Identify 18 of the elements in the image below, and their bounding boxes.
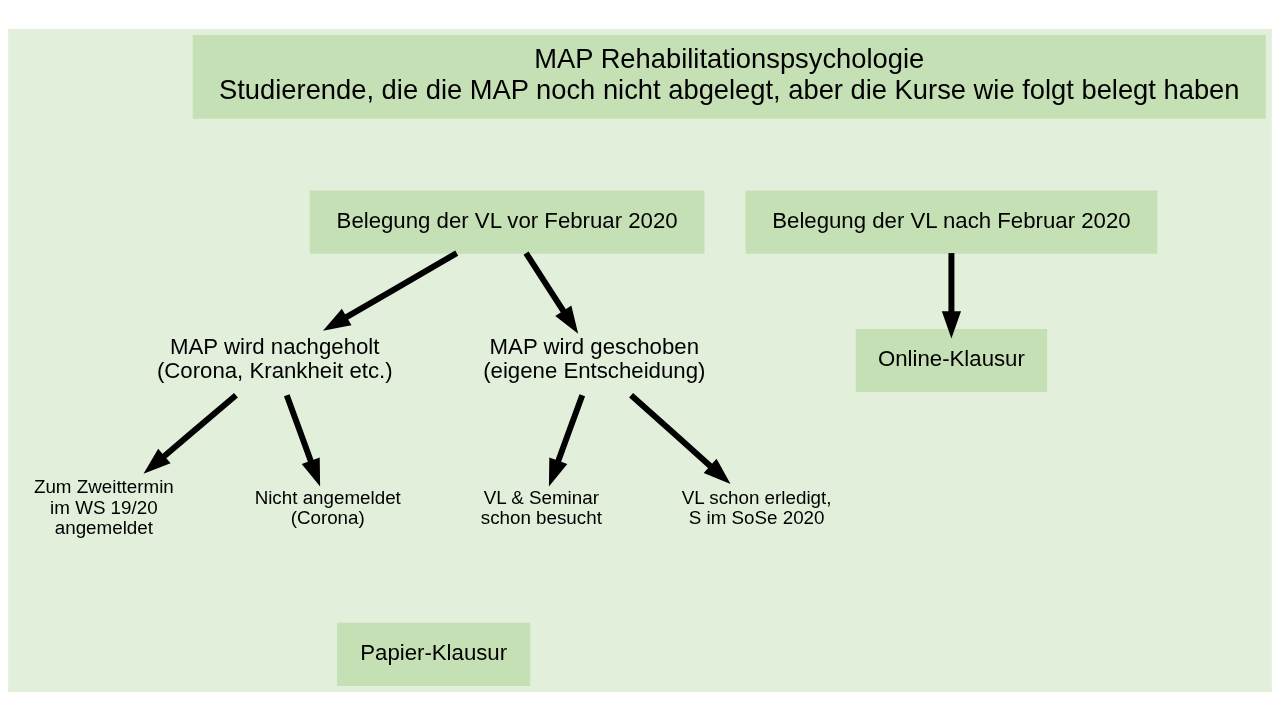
node-box: Papier-Klausur (337, 622, 531, 686)
node-text: Nicht angemeldet (Corona) (254, 486, 401, 528)
node-box: MAP Rehabilitationspsychologie Studierende, die die MAP noch nicht abgelegt, aber die Kurse wie folgt belegt haben (192, 34, 1266, 119)
node-box: Online-Klausur (855, 328, 1048, 392)
arrow (523, 250, 579, 334)
arrow (143, 392, 238, 474)
arrow (283, 393, 321, 487)
arrow (548, 393, 586, 487)
node-text: Zum Zweittermin im WS 19/20 angemeldet (33, 475, 174, 538)
arrow (941, 252, 961, 339)
node-box: Belegung der VL nach Februar 2020 (745, 189, 1158, 254)
node-text: MAP wird nachgeholt (Corona, Krankheit etc.) (156, 333, 393, 383)
arrow (629, 392, 731, 484)
node-text: MAP wird geschoben (eigene Entscheidung) (483, 333, 706, 383)
node-text: VL schon erledigt, S im SoSe 2020 (681, 486, 832, 528)
node-box: Belegung der VL vor Februar 2020 (309, 189, 705, 254)
arrow (322, 250, 459, 331)
node-text: VL & Seminar schon besucht (480, 486, 602, 528)
